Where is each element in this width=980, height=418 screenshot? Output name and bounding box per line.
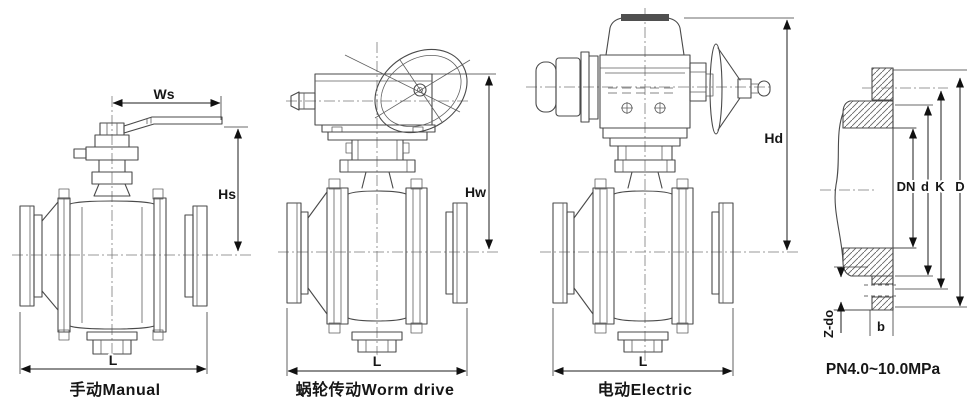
flange-cross-section (833, 67, 948, 311)
bolt-hole-hidden-lines (864, 284, 898, 297)
dimension-d-big: D (953, 77, 967, 307)
l-label: L (639, 353, 648, 369)
pressure-rating-label: PN4.0~10.0MPa (826, 361, 941, 378)
dimension-dn: DN (895, 128, 917, 248)
worm-caption: 蜗轮传动Worm drive (296, 380, 455, 399)
dimension-l-electric: L (552, 308, 734, 376)
l-label: L (109, 352, 118, 368)
dimension-ws: Ws (112, 84, 222, 120)
actuator-motor (535, 51, 599, 123)
dn-label: DN (897, 179, 916, 194)
dimension-hd: Hd (684, 17, 794, 251)
manual-valve-view: Ws Hs L 手动Manual (12, 84, 252, 399)
hd-label: Hd (764, 130, 783, 146)
hs-label: Hs (218, 186, 236, 202)
worm-gearbox (290, 73, 436, 133)
flange-section-view: DN d K D Z-do b PN4.0~10.0MPa (819, 67, 967, 378)
electric-caption: 电动Electric (598, 380, 693, 399)
electric-valve-view: Hd L 电动Electric (526, 8, 800, 399)
dimension-k: K (933, 90, 947, 289)
stem-and-gland (73, 122, 139, 197)
electric-actuator (599, 14, 691, 129)
dimension-l-worm: L (286, 308, 468, 376)
l-label: L (373, 353, 382, 369)
mounting-bracket (327, 126, 428, 173)
lever-handle (123, 116, 223, 134)
actuator-top-cap (621, 14, 669, 21)
z-do-label: Z-do (821, 310, 836, 338)
d-label: d (921, 179, 929, 194)
dimension-hw: Hw (432, 73, 496, 250)
ws-label: Ws (154, 86, 175, 102)
manual-caption: 手动Manual (69, 380, 160, 399)
dimension-d-small: d (919, 105, 932, 276)
dimension-z-do: Z-do (819, 267, 845, 340)
handwheel (344, 48, 471, 134)
big-d-label: D (955, 179, 964, 194)
worm-drive-valve-view: Hw L 蜗轮传动Worm drive (278, 42, 500, 399)
valve-body (552, 171, 734, 353)
k-label: K (935, 179, 945, 194)
actuator-handwheel (689, 43, 771, 135)
valve-body (19, 188, 208, 355)
hw-label: Hw (465, 184, 486, 200)
dimension-l-manual: L (19, 312, 208, 374)
b-label: b (877, 319, 885, 334)
dimension-hs: Hs (216, 126, 248, 252)
extension-lines (834, 69, 967, 308)
pipe-break-line (834, 112, 844, 263)
valve-body (286, 171, 468, 353)
